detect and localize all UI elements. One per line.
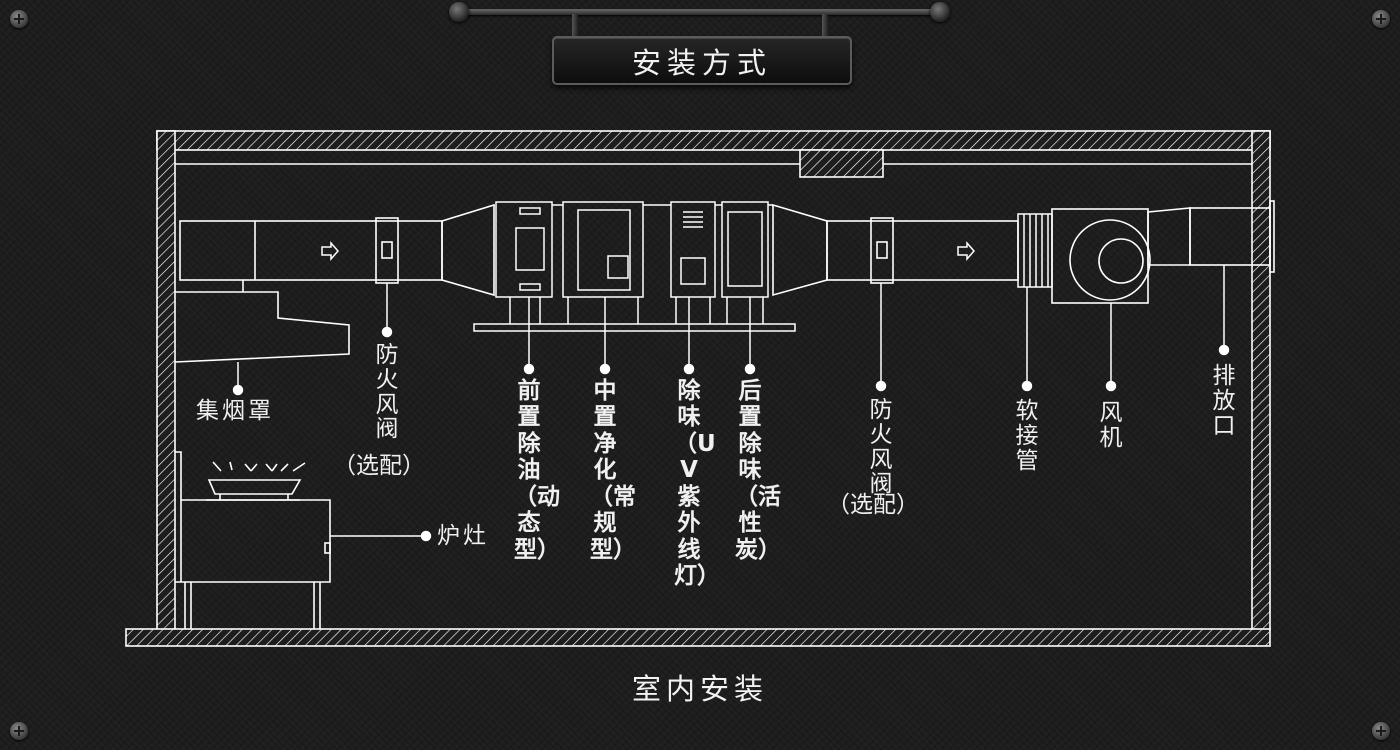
outlet-label: 排放口	[1212, 363, 1236, 439]
mid-purification-label: 中置净化（常规型）	[590, 378, 636, 563]
exhaust-duct	[179, 203, 1019, 297]
installation-caption: 室内安装	[631, 672, 768, 706]
burner-flame-icon	[212, 461, 306, 472]
hanger-strap-left	[572, 14, 578, 36]
hanger-knob-left	[449, 2, 469, 22]
fire-damper-1-label: 防火风阀	[375, 342, 399, 443]
flex-pipe-label: 软接管	[1015, 398, 1039, 474]
stove-label: 炉灶	[437, 523, 489, 549]
stove	[175, 451, 331, 629]
flow-arrow-icon	[321, 241, 975, 261]
fan-icon	[1051, 207, 1191, 304]
purifier-unit	[473, 201, 796, 332]
flexible-connector	[1017, 213, 1053, 288]
hanger-bar	[458, 9, 942, 15]
pre-oil-removal-label: 前置除油（动态型）	[514, 378, 560, 563]
screw-icon	[1372, 722, 1390, 740]
fire-damper-1-note: （选配）	[333, 453, 425, 479]
post-odor-label: 后置除味（活性炭）	[735, 378, 781, 563]
fan-label: 风机	[1099, 400, 1123, 451]
screw-icon	[10, 722, 28, 740]
fire-damper-2-label: 防火风阀	[869, 397, 893, 498]
smoke-hood	[174, 291, 350, 363]
page-title: 安装方式	[631, 45, 772, 80]
building-walls	[125, 130, 1271, 647]
screw-icon	[1372, 10, 1390, 28]
title-plate: 安装方式	[552, 36, 852, 85]
hanger-knob-right	[930, 2, 950, 22]
fire-damper-2-note: （选配）	[827, 492, 919, 518]
leader-lines	[232, 265, 1230, 542]
hanger-strap-right	[822, 14, 828, 36]
outlet-duct	[1189, 200, 1275, 273]
odor-uv-label: 除味（UV紫外线灯）	[674, 378, 720, 590]
screw-icon	[10, 10, 28, 28]
hood-label: 集烟罩	[196, 398, 274, 424]
